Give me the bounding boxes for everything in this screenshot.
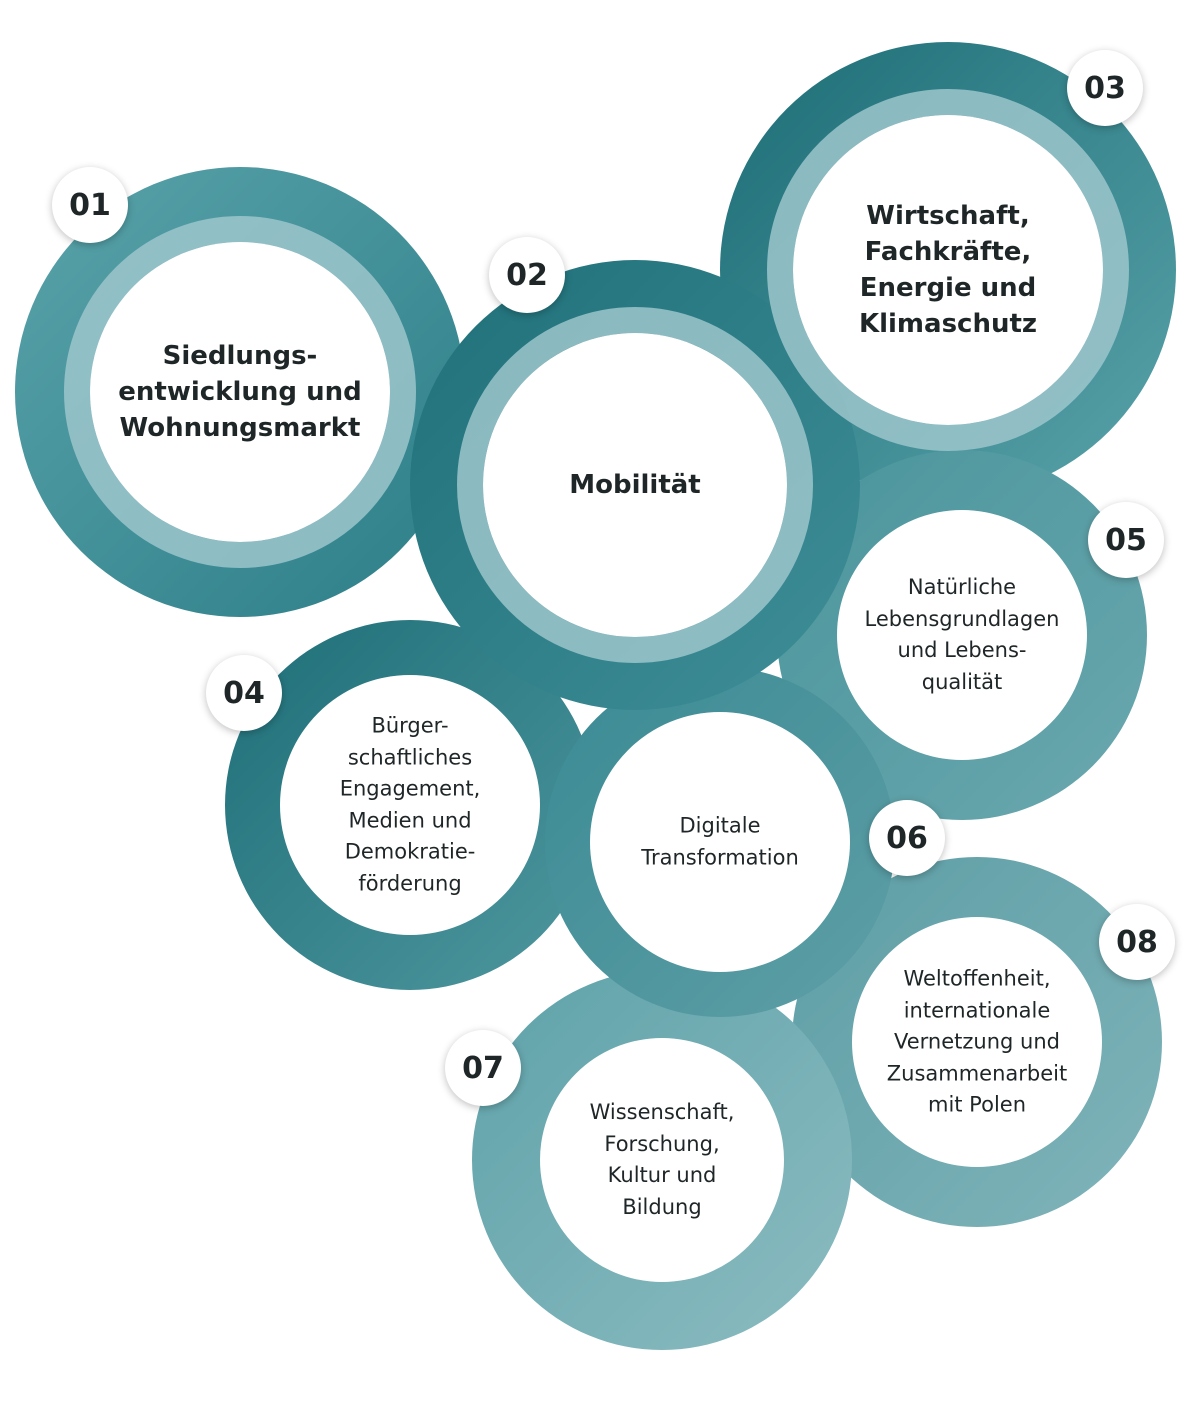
topic-01-number-badge: 01 xyxy=(52,167,128,243)
topic-03-title: Wirtschaft, Fachkräfte, Energie und Klim… xyxy=(858,201,1038,339)
topic-06-title: Digitale Transformation xyxy=(641,813,799,870)
topic-02-ring xyxy=(457,307,813,663)
topic-01-title: Siedlungs- entwicklung und Wohnungsmarkt xyxy=(118,341,362,443)
topic-02-title: Mobilität xyxy=(569,470,701,500)
topic-04-title: Bürger- schaftliches Engagement, Medien … xyxy=(339,713,481,896)
topic-08-inner-circle xyxy=(852,917,1102,1167)
topic-02-inner-circle xyxy=(483,333,787,637)
topic-04-number-badge: 04 xyxy=(206,655,282,731)
topic-03-number-badge: 03 xyxy=(1067,50,1143,126)
topic-04-inner-circle xyxy=(280,675,540,935)
topic-08-title: Weltoffenheit, internationale Vernetzung… xyxy=(886,966,1068,1117)
topic-05-title: Natürliche Lebensgrundlagen und Lebens- … xyxy=(864,575,1060,694)
topic-07-title: Wissenschaft, Forschung, Kultur und Bild… xyxy=(589,1100,735,1219)
topic-08-number-badge: 08 xyxy=(1099,904,1175,980)
topic-02-number-badge: 02 xyxy=(489,237,565,313)
topic-07-inner-circle xyxy=(540,1038,784,1282)
topic-03-inner-circle xyxy=(793,115,1103,425)
topic-07-number-badge: 07 xyxy=(445,1030,521,1106)
topic-03-ring xyxy=(767,89,1129,451)
topic-06-inner-circle xyxy=(590,712,850,972)
topic-01-ring xyxy=(64,216,416,568)
topic-05-inner-circle xyxy=(837,510,1087,760)
topic-06-number-badge: 06 xyxy=(869,800,945,876)
topic-05-number-badge: 05 xyxy=(1088,502,1164,578)
topic-01-inner-circle xyxy=(90,242,390,542)
